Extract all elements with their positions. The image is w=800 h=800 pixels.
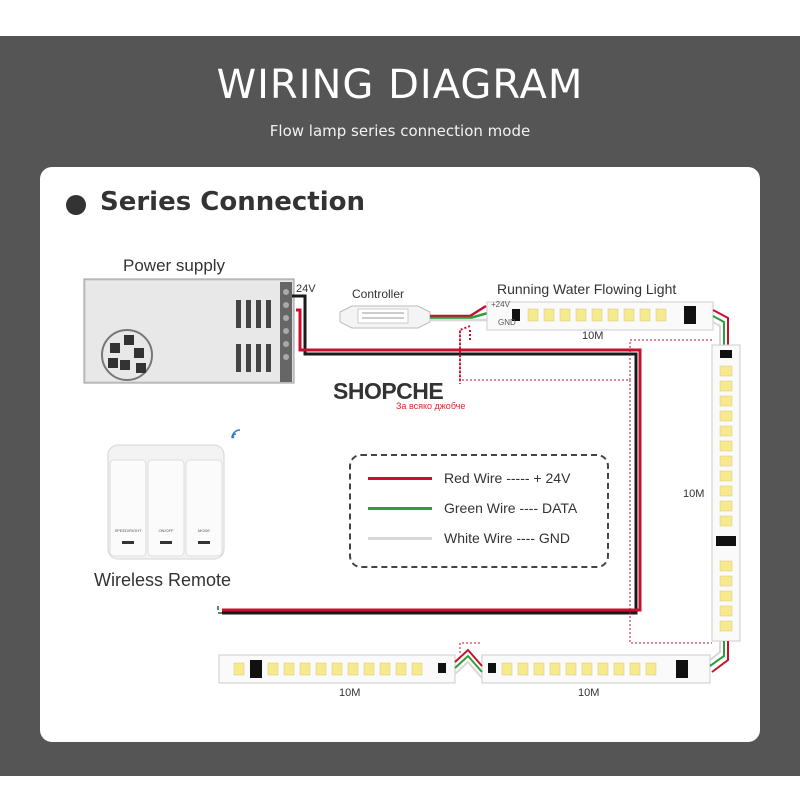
fan-icon	[108, 335, 146, 373]
led-chip	[719, 485, 733, 497]
led-strip-bottom-right	[481, 654, 711, 684]
led-chip	[233, 662, 245, 676]
wireless-remote	[107, 444, 225, 560]
led-chip	[347, 662, 359, 676]
length-label-top: 10M	[582, 330, 604, 342]
legend-swatch-green	[368, 507, 432, 510]
led-chip	[719, 590, 733, 602]
led-chip	[719, 515, 733, 527]
led-chip	[719, 575, 733, 587]
controller-unit	[339, 305, 431, 329]
controller-label: Controller	[352, 287, 405, 301]
bullet-icon	[66, 195, 86, 215]
led-chip	[283, 662, 295, 676]
remote-button-label: MODE	[198, 528, 210, 533]
led-strip-bottom-left	[218, 654, 456, 684]
strip-link-wires	[459, 309, 729, 384]
watermark-brand: SHOPCHE	[333, 378, 444, 404]
strip-title: Running Water Flowing Light	[497, 281, 677, 297]
length-label-bottom-left: 10M	[339, 687, 361, 699]
strip-gnd-label: GND	[498, 318, 516, 327]
page-subtitle: Flow lamp series connection mode	[269, 122, 531, 140]
led-chip	[517, 662, 529, 676]
wifi-icon	[231, 429, 241, 439]
led-chip	[565, 662, 577, 676]
led-chip	[411, 662, 423, 676]
legend-item: Red Wire ----- + 24V	[444, 470, 571, 486]
dotted-feed-lines	[459, 330, 712, 644]
section-title: Series Connection	[100, 187, 365, 217]
length-label-right: 10M	[683, 488, 705, 500]
led-chip	[719, 440, 733, 452]
led-strip-right	[711, 344, 741, 642]
led-chip	[719, 410, 733, 422]
page-title: WIRING DIAGRAM	[216, 62, 584, 108]
legend-item: Green Wire ---- DATA	[444, 500, 578, 516]
led-chip	[363, 662, 375, 676]
led-chip	[597, 662, 609, 676]
bottom-link-wires	[454, 641, 729, 679]
led-chip	[299, 662, 311, 676]
strip-plus-label: +24V	[491, 300, 510, 309]
led-chip	[719, 365, 733, 377]
voltage-label: 24V	[296, 283, 316, 295]
led-chip	[533, 662, 545, 676]
power-supply-label: Power supply	[123, 256, 226, 275]
led-chip	[719, 560, 733, 572]
led-strip-top	[486, 301, 714, 331]
power-supply-unit	[83, 278, 295, 384]
remote-button-label: ON/OFF	[158, 528, 174, 533]
led-chip	[613, 662, 625, 676]
vent-slots	[236, 300, 271, 372]
legend-box	[349, 454, 609, 568]
legend-swatch-white	[368, 537, 432, 540]
led-chip	[581, 662, 593, 676]
led-chip	[267, 662, 279, 676]
led-chip	[331, 662, 343, 676]
led-chip	[645, 662, 657, 676]
led-chip	[719, 605, 733, 617]
led-chip	[719, 395, 733, 407]
led-chip	[549, 662, 561, 676]
remote-button-label: SPEED/RIGHT	[114, 528, 142, 533]
led-chip	[719, 620, 733, 632]
led-chip	[719, 470, 733, 482]
length-label-bottom-right: 10M	[578, 687, 600, 699]
led-chip	[719, 380, 733, 392]
led-chip	[629, 662, 641, 676]
led-chip	[719, 500, 733, 512]
legend-item: White Wire ---- GND	[444, 530, 570, 546]
led-chip	[719, 425, 733, 437]
legend-swatch-red	[368, 477, 432, 480]
controller-wires	[430, 304, 489, 322]
led-chip	[501, 662, 513, 676]
led-chip	[315, 662, 327, 676]
power-wires	[217, 294, 642, 615]
led-chip	[395, 662, 407, 676]
watermark-tagline: За всяко джобче	[396, 401, 466, 411]
led-chip	[719, 455, 733, 467]
led-chip	[379, 662, 391, 676]
wireless-remote-label: Wireless Remote	[94, 570, 232, 590]
